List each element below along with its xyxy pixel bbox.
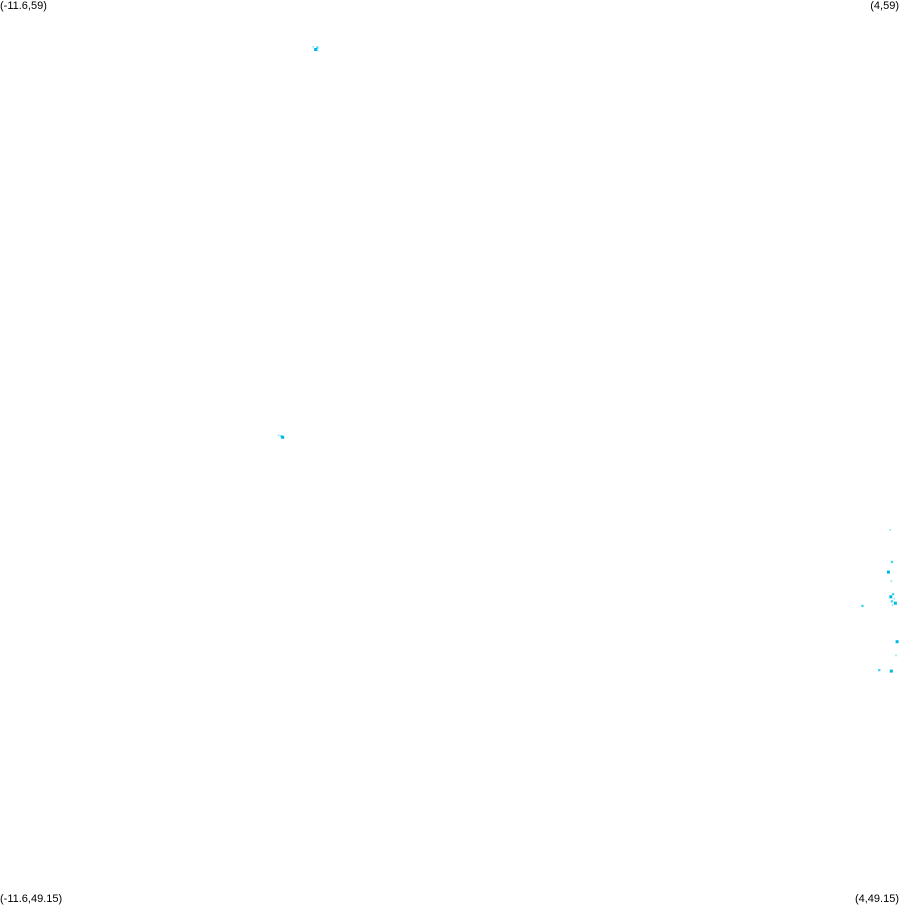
feature-point-east-coast bbox=[891, 592, 895, 596]
feature-point-east-coast bbox=[887, 570, 890, 574]
feature-point-east-coast bbox=[890, 580, 893, 582]
feature-point-north bbox=[316, 46, 319, 49]
feature-point-mid-west bbox=[277, 434, 280, 437]
feature-point-east-coast bbox=[889, 669, 893, 673]
corner-label-bottom-right: (4,49.15) bbox=[854, 893, 899, 905]
corner-label-bottom-left: (-11.6,49.15) bbox=[0, 893, 63, 905]
feature-point-north bbox=[312, 46, 315, 48]
feature-point-north bbox=[317, 49, 319, 52]
feature-point-east-coast bbox=[878, 669, 881, 672]
corner-label-top-right: (4,59) bbox=[870, 0, 899, 12]
feature-point-east-coast bbox=[890, 600, 894, 603]
feature-point-east-coast bbox=[891, 604, 894, 606]
feature-point-east-coast bbox=[893, 597, 895, 600]
feature-point-north bbox=[314, 48, 318, 51]
feature-point-east-coast bbox=[890, 560, 894, 564]
feature-point-east-coast bbox=[889, 529, 891, 531]
feature-point-east-coast bbox=[861, 604, 864, 608]
feature-point-mid-west bbox=[281, 435, 285, 439]
feature-point-east-coast bbox=[889, 595, 893, 599]
feature-point-east-coast bbox=[895, 654, 897, 657]
feature-point-east-coast bbox=[893, 601, 897, 605]
feature-point-east-coast bbox=[895, 640, 899, 644]
corner-label-top-left: (-11.6,59) bbox=[0, 0, 47, 12]
